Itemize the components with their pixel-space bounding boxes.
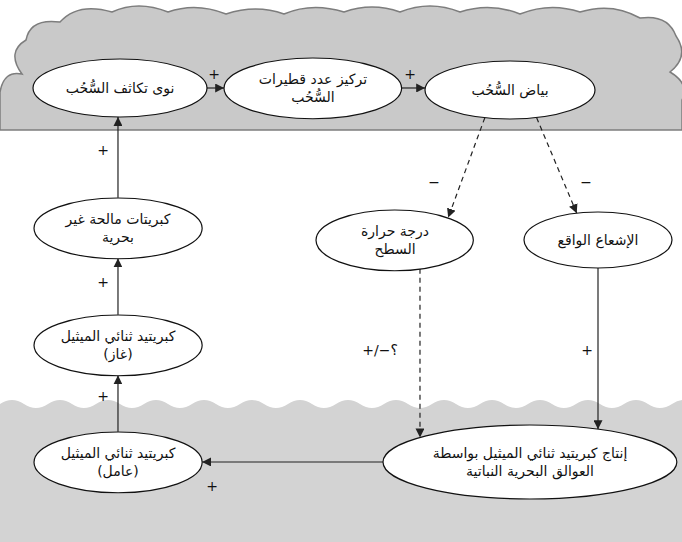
sea-water xyxy=(0,400,682,542)
connector-arrow xyxy=(448,118,485,218)
edge-sign: − xyxy=(580,174,592,191)
node-text: تركيز عدد قطيرات السُّحُب xyxy=(249,70,376,106)
node-text: بياض السُّحُب xyxy=(471,81,548,99)
ellipse-node: بياض السُّحُب xyxy=(424,60,596,120)
node-text: درجة حرارة السطح xyxy=(339,222,451,258)
ellipse-node: كبريتات مالحة غير بحرية xyxy=(33,197,203,260)
connector-arrow xyxy=(402,87,425,88)
ellipse-outline xyxy=(315,209,474,272)
node-text: الإشعاع الواقع xyxy=(558,231,639,249)
connector-arrow xyxy=(117,117,118,198)
ellipse-node: كبريتيد ثنائي الميثيل (غاز) xyxy=(33,314,203,377)
edge-sign: + xyxy=(206,478,218,495)
node-text: كبريتيد ثنائي الميثيل (عامل) xyxy=(58,444,178,480)
node-text: إنتاج كبريتيد ثنائي الميثيل بواسطة العوا… xyxy=(423,444,636,480)
connector-arrow xyxy=(419,269,420,438)
ellipse-node: نوى تكاثف السُّحُب xyxy=(32,58,208,118)
node-text: كبريتات مالحة غير بحرية xyxy=(58,210,178,246)
edge-sign: + xyxy=(208,66,220,83)
connector-arrow xyxy=(597,268,598,429)
connector-arrow xyxy=(207,87,224,88)
node-text: كبريتيد ثنائي الميثيل (غاز) xyxy=(58,327,178,363)
edge-sign: +/−؟ xyxy=(362,342,398,359)
ellipse-node: درجة حرارة السطح xyxy=(315,209,474,272)
cloud-shape xyxy=(0,6,682,130)
ellipse-outline xyxy=(223,57,403,120)
ellipse-node: تركيز عدد قطيرات السُّحُب xyxy=(223,57,403,120)
ellipse-outline xyxy=(33,197,203,260)
edge-sign: + xyxy=(404,66,416,83)
edge-sign: + xyxy=(97,142,109,159)
ellipse-outline xyxy=(33,314,203,377)
ellipse-node: الإشعاع الواقع xyxy=(523,211,673,269)
connector-arrow xyxy=(202,461,383,462)
connector-arrow xyxy=(117,375,118,431)
ellipse-outline xyxy=(382,424,678,500)
edge-sign: + xyxy=(97,274,109,291)
edge-sign: + xyxy=(581,342,593,359)
node-text: نوى تكاثف السُّحُب xyxy=(66,79,175,97)
edge-sign: − xyxy=(428,174,440,191)
ellipse-node: إنتاج كبريتيد ثنائي الميثيل بواسطة العوا… xyxy=(382,424,678,500)
connector-arrow xyxy=(117,258,118,314)
connector-arrow xyxy=(537,118,577,214)
ellipse-outline xyxy=(33,431,203,494)
edge-sign: + xyxy=(97,388,109,405)
ellipse-node: كبريتيد ثنائي الميثيل (عامل) xyxy=(33,431,203,494)
